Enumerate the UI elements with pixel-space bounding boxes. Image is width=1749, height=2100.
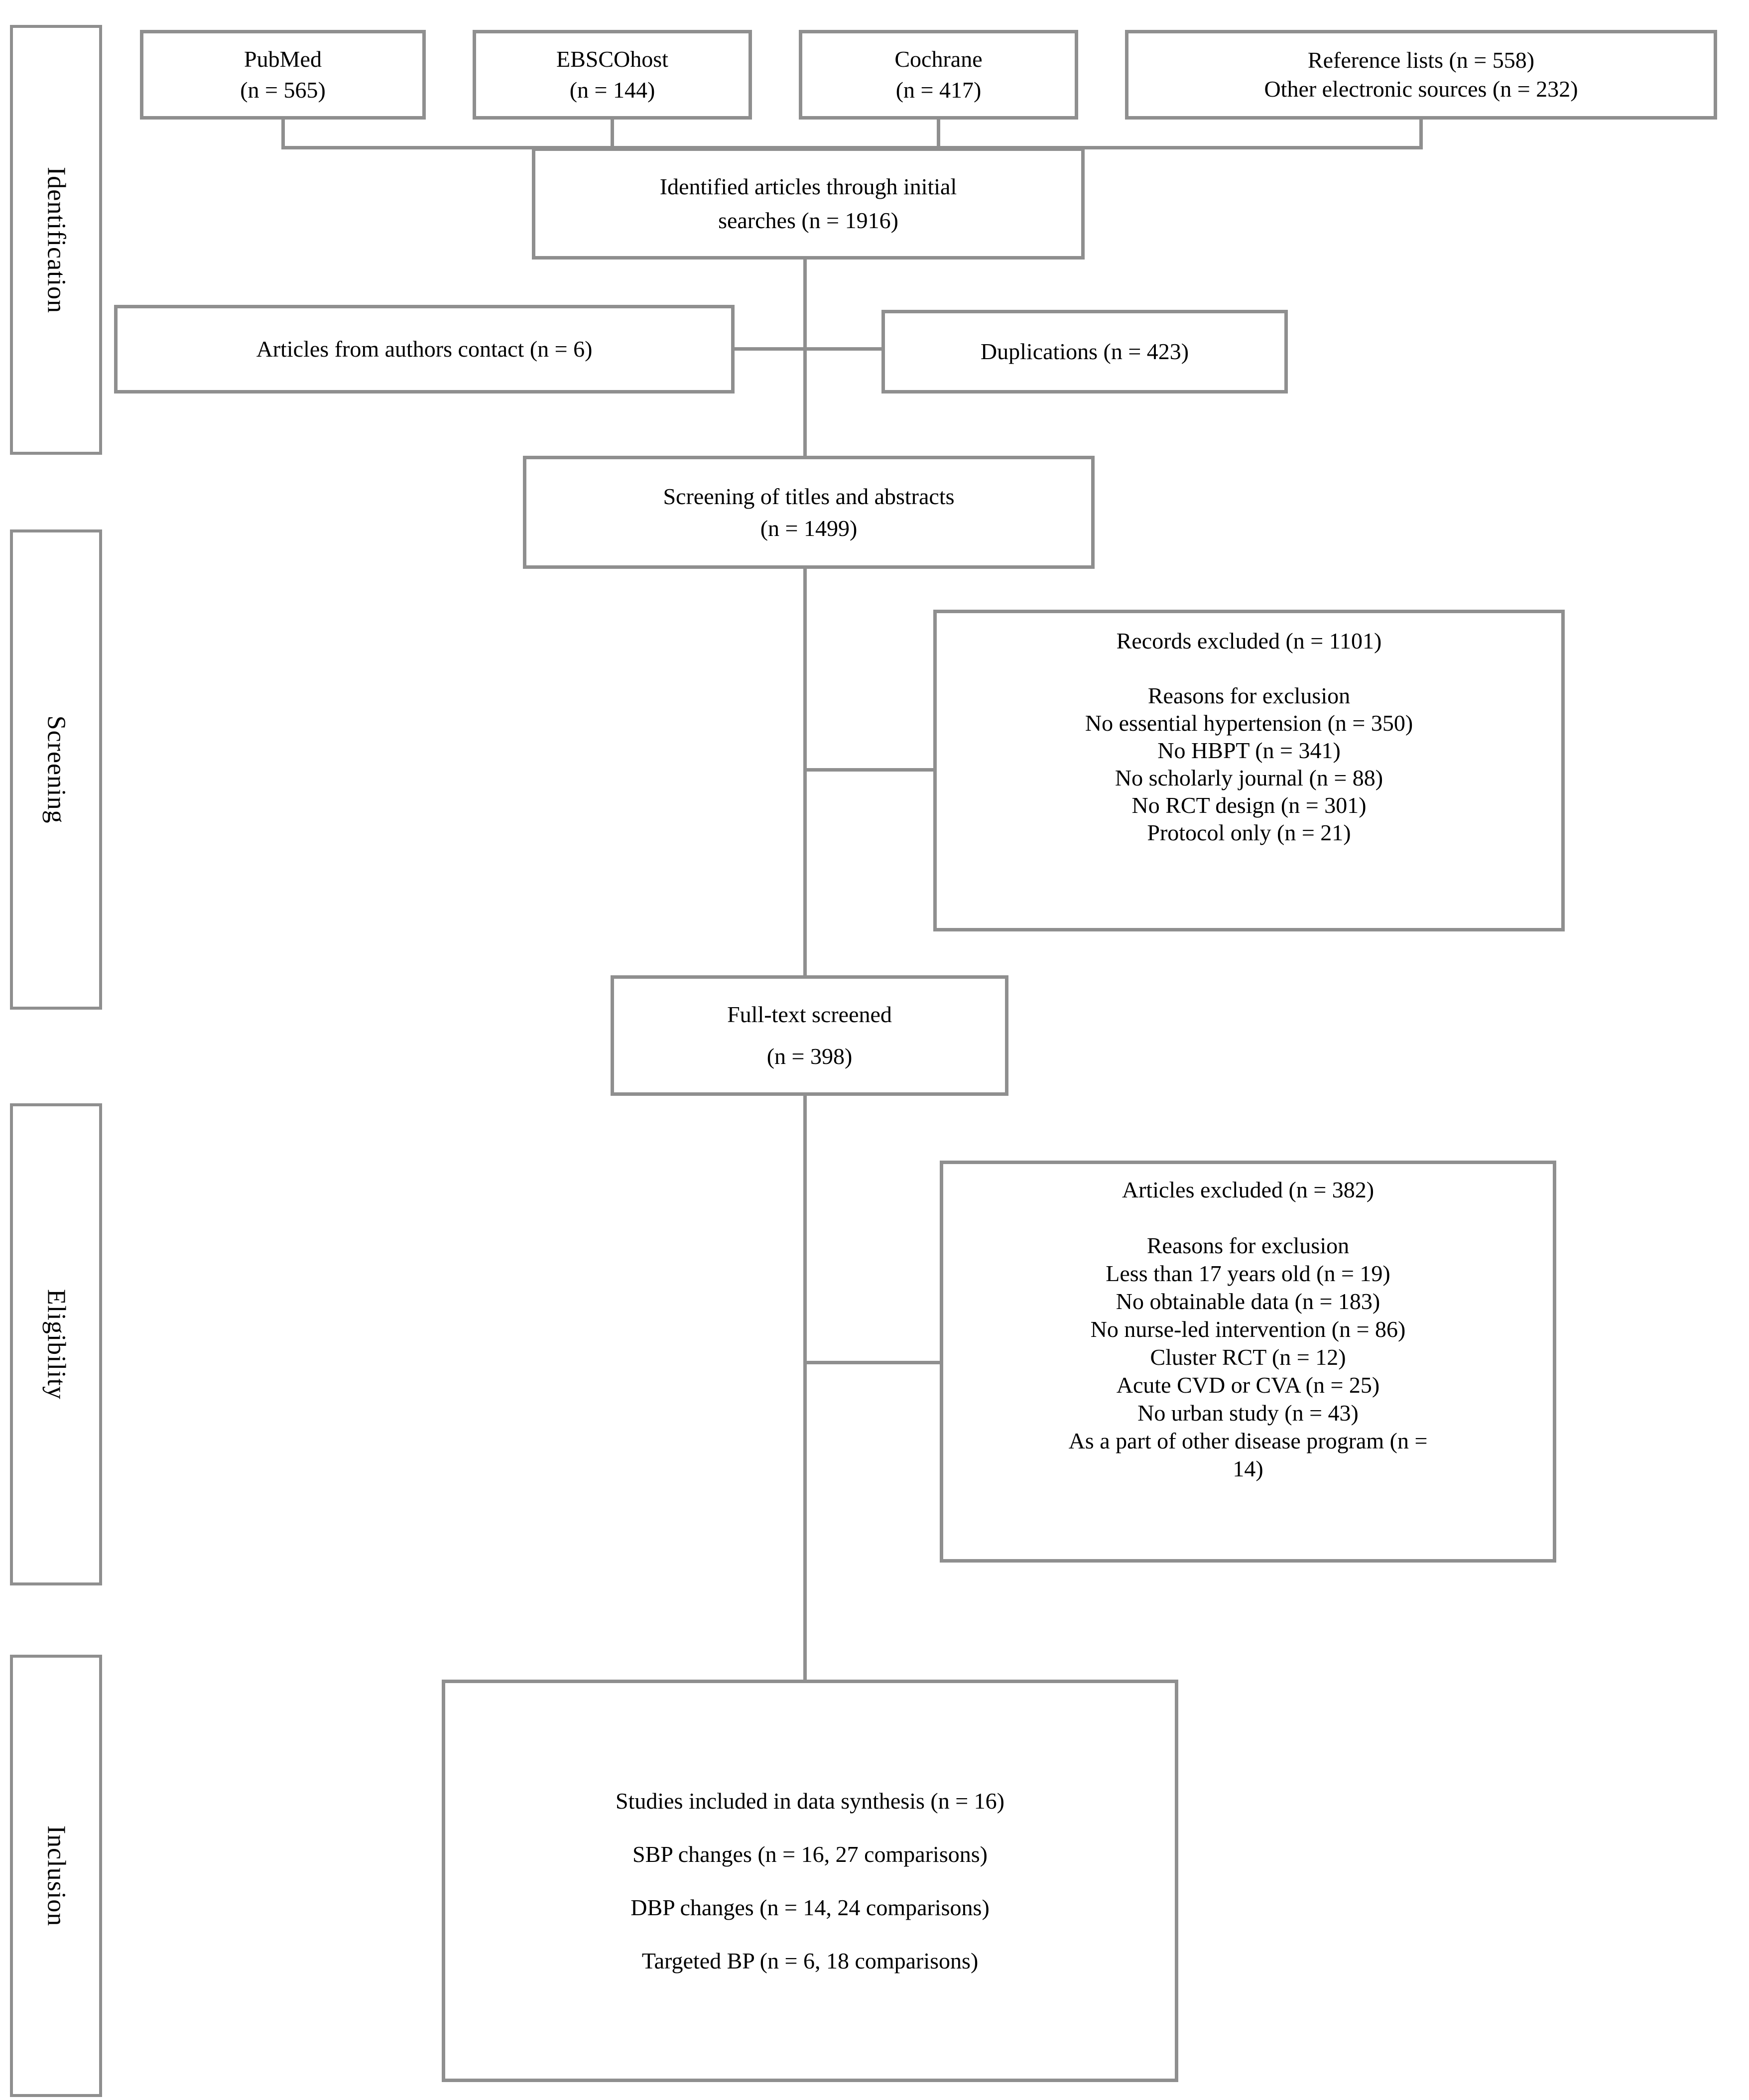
- connector-pubmed-down: [281, 120, 285, 147]
- box-text-line: Acute CVD or CVA (n = 25): [1116, 1372, 1380, 1398]
- box-text-line: (n = 144): [569, 77, 655, 103]
- box-text-line: Reasons for exclusion: [1146, 1233, 1350, 1258]
- box-text-line: As a part of other disease program (n =: [1068, 1428, 1428, 1453]
- box-duplications: Duplications (n = 423): [881, 310, 1288, 394]
- box-articles-excluded: Articles excluded (n = 382) Reasons for …: [940, 1161, 1556, 1563]
- box-text-line: Other electronic sources (n = 232): [1264, 76, 1578, 102]
- box-text-line: [943, 1204, 1553, 1232]
- connector-records-branch: [805, 768, 933, 772]
- stage-eligibility: Eligibility: [10, 1103, 102, 1585]
- box-text-line: (n = 565): [240, 77, 326, 103]
- box-text-line: Protocol only (n = 21): [1147, 820, 1351, 845]
- box-studies-included: Studies included in data synthesis (n = …: [442, 1680, 1178, 2082]
- stage-inclusion: Inclusion: [10, 1655, 102, 2097]
- box-text-line: Cluster RCT (n = 12): [1150, 1344, 1346, 1370]
- connector-reference-down: [1419, 120, 1423, 147]
- box-fulltext-screened: Full-text screened (n = 398): [611, 975, 1008, 1096]
- box-text-line: Targeted BP (n = 6, 18 comparisons): [641, 1948, 979, 1973]
- box-text-line: Duplications (n = 423): [980, 339, 1189, 364]
- box-text-line: Less than 17 years old (n = 19): [1106, 1261, 1390, 1286]
- box-authors-contact: Articles from authors contact (n = 6): [114, 305, 735, 394]
- box-text-line: Screening of titles and abstracts: [663, 483, 955, 509]
- box-text-line: SBP changes (n = 16, 27 comparisons): [632, 1841, 988, 1867]
- connector-center-2: [803, 569, 807, 975]
- connector-cochrane-down: [937, 120, 940, 147]
- box-text-line: Records excluded (n = 1101): [1116, 628, 1382, 654]
- box-identified-articles: Identified articles through initial searc…: [532, 147, 1085, 260]
- stage-identification: Identification: [10, 25, 102, 455]
- stage-inclusion-label: Inclusion: [42, 1825, 70, 1927]
- box-text-line: 14): [1233, 1456, 1263, 1481]
- stage-screening-label: Screening: [42, 715, 70, 824]
- box-records-excluded: Records excluded (n = 1101) Reasons for …: [933, 610, 1565, 931]
- box-text-line: DBP changes (n = 14, 24 comparisons): [630, 1895, 990, 1920]
- box-text-line: searches (n = 1916): [718, 207, 898, 233]
- box-text-line: Articles from authors contact (n = 6): [256, 336, 593, 362]
- box-text-line: Articles excluded (n = 382): [1122, 1177, 1374, 1202]
- connector-ebscohost-down: [611, 120, 614, 147]
- box-text-line: (n = 417): [895, 77, 982, 103]
- stage-screening: Screening: [10, 529, 102, 1010]
- box-text-line: [937, 655, 1561, 682]
- box-text-line: No scholarly journal (n = 88): [1115, 765, 1383, 790]
- box-pubmed: PubMed (n = 565): [140, 30, 426, 120]
- box-text-line: Studies included in data synthesis (n = …: [615, 1788, 1004, 1814]
- connector-authors-duplications: [735, 347, 881, 351]
- box-ebscohost: EBSCOhost (n = 144): [473, 30, 752, 120]
- connector-articles-branch: [805, 1361, 940, 1364]
- box-text-line: No HBPT (n = 341): [1157, 738, 1341, 763]
- box-text-line: (n = 398): [766, 1044, 853, 1069]
- box-text-line: Reference lists (n = 558): [1307, 47, 1535, 73]
- box-cochrane: Cochrane (n = 417): [799, 30, 1078, 120]
- box-screening-titles: Screening of titles and abstracts (n = 14…: [523, 456, 1095, 569]
- box-text-line: Reasons for exclusion: [1147, 683, 1351, 708]
- box-text-line: (n = 1499): [760, 515, 858, 541]
- box-text-line: No essential hypertension (n = 350): [1085, 710, 1413, 736]
- box-text-line: EBSCOhost: [556, 46, 668, 72]
- box-text-line: No urban study (n = 43): [1137, 1400, 1359, 1426]
- stage-eligibility-label: Eligibility: [42, 1289, 70, 1400]
- box-text-line: Identified articles through initial: [659, 173, 957, 199]
- box-text-line: PubMed: [244, 46, 322, 72]
- box-text-line: No nurse-led intervention (n = 86): [1090, 1316, 1406, 1342]
- box-text-line: Full-text screened: [727, 1002, 892, 1027]
- stage-identification-label: Identification: [42, 166, 70, 313]
- box-reference-lists: Reference lists (n = 558) Other electroni…: [1125, 30, 1717, 120]
- box-text-line: No obtainable data (n = 183): [1116, 1289, 1380, 1314]
- connector-center-3: [803, 1096, 807, 1680]
- connector-center-1: [803, 260, 807, 456]
- box-text-line: Cochrane: [894, 46, 983, 72]
- box-text-line: No RCT design (n = 301): [1131, 792, 1367, 818]
